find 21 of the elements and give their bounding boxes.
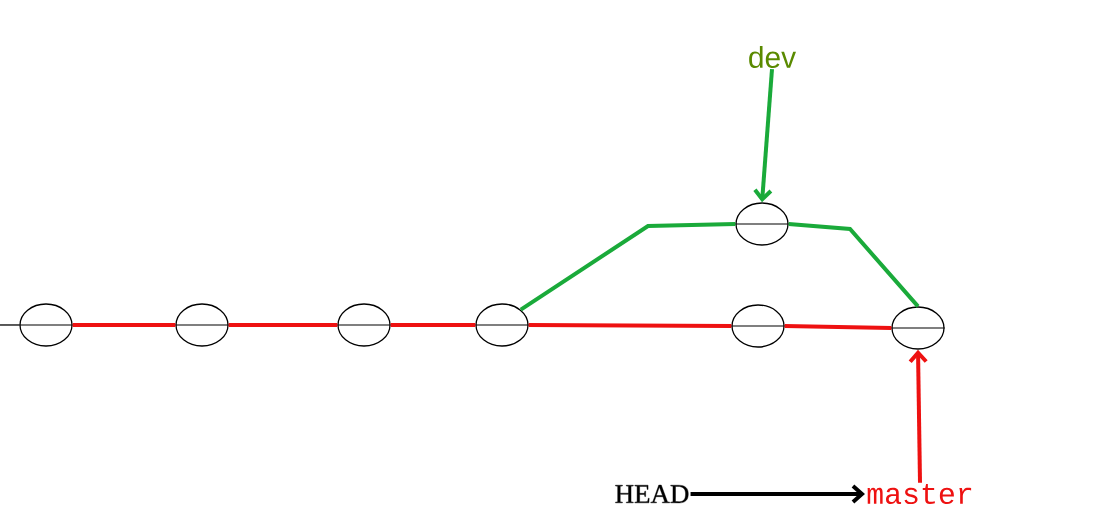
branch-label: dev xyxy=(749,46,796,68)
connector-line xyxy=(528,323,732,328)
connector-line xyxy=(228,323,338,327)
branch-label: master xyxy=(867,483,972,505)
connector-line xyxy=(788,222,920,308)
pointer-label: HEAD xyxy=(615,485,689,503)
connector-line xyxy=(519,222,736,312)
commit-circle xyxy=(336,303,392,347)
connector-line xyxy=(390,323,476,327)
commit-circle xyxy=(18,303,74,347)
connector-line xyxy=(0,324,20,326)
commit-circle xyxy=(734,202,790,246)
commit-circle xyxy=(174,303,230,347)
arrow xyxy=(908,349,928,483)
arrow xyxy=(690,484,865,504)
connector-line xyxy=(784,324,892,330)
arrow xyxy=(753,69,774,203)
connector-line xyxy=(72,323,176,327)
commit-circle xyxy=(730,304,786,348)
commit-circle xyxy=(890,306,946,350)
commit-circle xyxy=(474,303,530,347)
